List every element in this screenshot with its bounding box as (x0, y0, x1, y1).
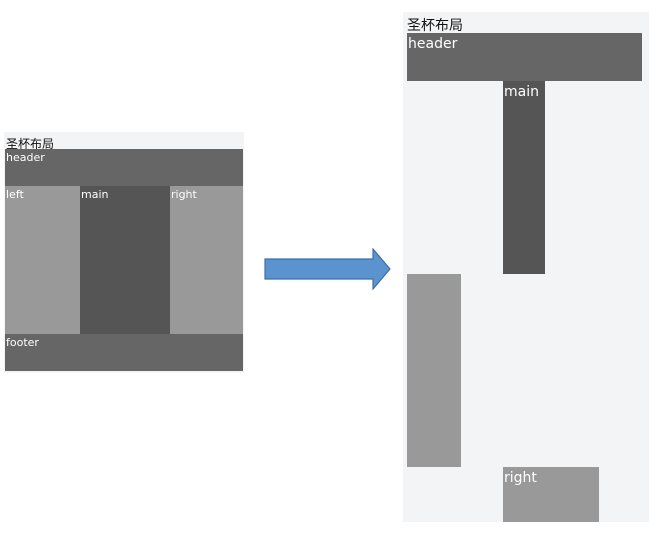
before-footer-block: footer (5, 334, 243, 371)
right-arrow-icon (263, 247, 393, 291)
before-header-block: header (5, 149, 243, 186)
after-main-column: main (503, 81, 545, 274)
before-layout-panel: 圣杯布局 header left main right footer (4, 132, 244, 373)
after-header-label: header (408, 36, 458, 52)
before-right-label: right (171, 188, 197, 201)
arrow-shape (264, 247, 391, 291)
before-panel-title: 圣杯布局 (6, 137, 55, 151)
after-main-label: main (504, 84, 539, 100)
after-right-column: right (503, 467, 599, 522)
before-footer-label: footer (6, 336, 39, 349)
before-left-label: left (6, 188, 24, 201)
arrow-svg (264, 247, 391, 291)
before-main-label: main (81, 188, 109, 201)
after-layout-panel: 圣杯布局 header main right (403, 12, 649, 522)
after-left-column (407, 274, 461, 467)
after-header-block: header (407, 33, 642, 81)
before-right-column: right (170, 186, 243, 334)
before-left-column: left (5, 186, 80, 334)
after-panel-title: 圣杯布局 (407, 18, 463, 34)
before-main-column: main (80, 186, 170, 334)
after-right-label: right (504, 470, 537, 486)
before-header-label: header (6, 151, 45, 164)
